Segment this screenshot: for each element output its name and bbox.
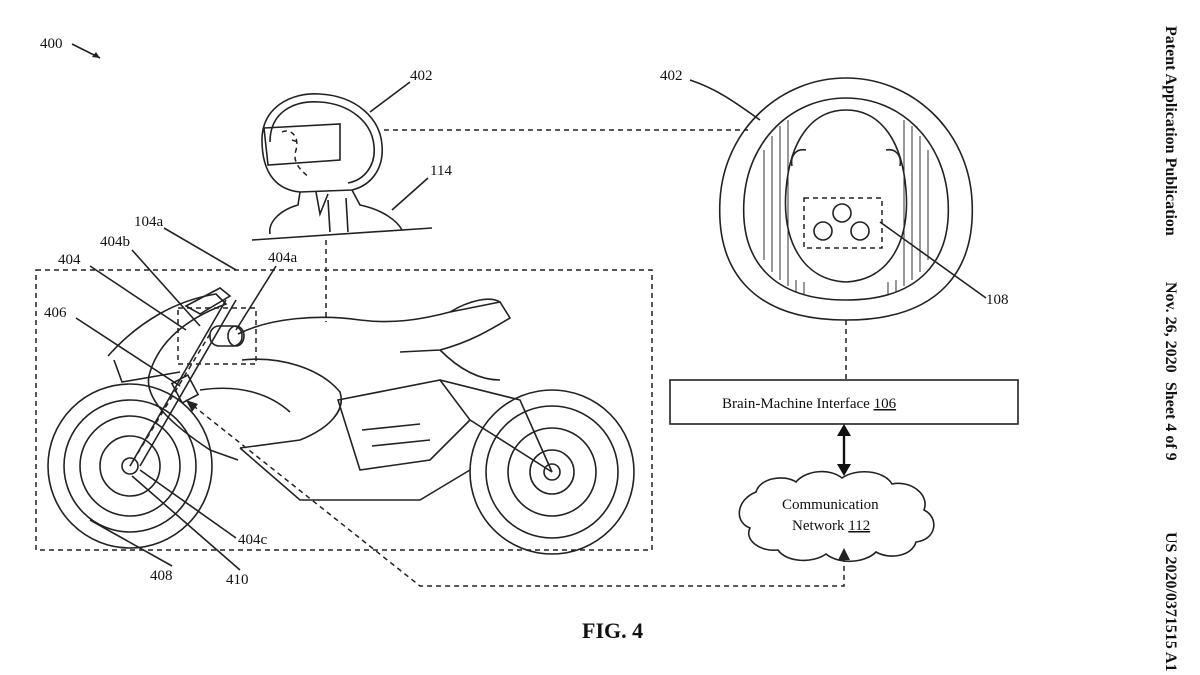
ref-label-410: 410 bbox=[226, 572, 249, 588]
network-label-line1: Communication bbox=[782, 497, 879, 513]
header-date: Nov. 26, 2020 bbox=[1162, 282, 1179, 373]
bmi-label: Brain-Machine Interface 106 bbox=[722, 396, 897, 412]
patent-header: Patent Application Publication Nov. 26, … bbox=[1162, 26, 1179, 672]
ref-label-404b: 404b bbox=[100, 234, 130, 250]
header-sheet: Sheet 4 of 9 bbox=[1162, 382, 1179, 461]
motorcycle-box bbox=[35, 269, 653, 551]
figure-caption: FIG. 4 bbox=[582, 618, 643, 643]
ref-label-404a: 404a bbox=[268, 250, 298, 266]
ref-label-402-helmet: 402 bbox=[410, 68, 433, 84]
header-publication: Patent Application Publication bbox=[1162, 26, 1179, 236]
ref-label-114: 114 bbox=[430, 163, 452, 179]
ref-label-104a: 104a bbox=[134, 214, 164, 230]
ref-label-108: 108 bbox=[986, 292, 1009, 308]
ref-label-404c: 404c bbox=[238, 532, 268, 548]
ref-label-400: 400 bbox=[40, 36, 63, 52]
header-number: US 2020/0371515 A1 bbox=[1162, 532, 1179, 672]
network-label-line2: Network 112 bbox=[792, 518, 870, 534]
ref-label-404: 404 bbox=[58, 252, 81, 268]
helmet-top-view bbox=[718, 77, 974, 321]
ref-label-408: 408 bbox=[150, 568, 173, 584]
ref-label-402-topview: 402 bbox=[660, 68, 683, 84]
connector-sensor-return bbox=[185, 399, 845, 587]
rider-illustration: 402 114 bbox=[251, 68, 452, 241]
network-cloud bbox=[738, 470, 935, 563]
ref-label-406: 406 bbox=[44, 305, 67, 321]
motorcycle-illustration bbox=[47, 287, 635, 555]
